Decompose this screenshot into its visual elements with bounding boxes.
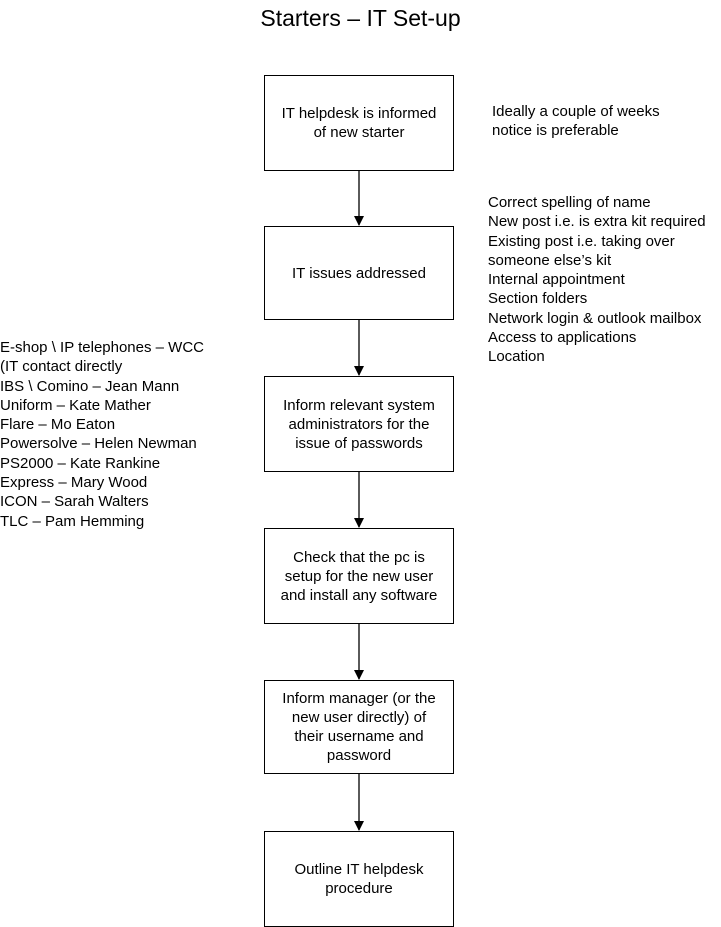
note-line: Correct spelling of name: [488, 194, 651, 211]
step-informed-text: IT helpdesk is informed of new starter: [281, 105, 437, 141]
step-informed-box: IT helpdesk is informed of new starter: [264, 75, 454, 171]
note-line: Uniform – Kate Mather: [0, 396, 151, 414]
note-line: Internal appointment: [488, 271, 625, 289]
step-inform-manager-text: Inform manager (or the new user directly…: [282, 690, 436, 764]
note-line: ICON – Sarah Walters: [0, 493, 149, 511]
note-line: Access to applications: [488, 329, 637, 347]
note-line: (IT contact directly: [0, 358, 123, 376]
note-line: TLC – Pam Hemming: [0, 512, 145, 530]
note-line: someone else’s kit: [488, 251, 612, 269]
note-admins-list: E-shop \ IP telephones – WCC (IT contact…: [0, 338, 204, 531]
note-line: Powersolve – Helen Newman: [0, 435, 197, 453]
note-line: E-shop \ IP telephones – WCC: [0, 339, 204, 356]
step-admins-box: Inform relevant system administrators fo…: [264, 376, 454, 472]
step-outline-procedure-box: Outline IT helpdesk procedure: [264, 831, 454, 927]
note-line: IBS \ Comino – Jean Mann: [0, 377, 180, 395]
note-line: Location: [488, 348, 545, 366]
step-admins-text: Inform relevant system administrators fo…: [283, 396, 435, 452]
note-line: Ideally a couple of weeks: [492, 103, 660, 120]
note-line: New post i.e. is extra kit required: [488, 213, 706, 231]
note-notice: Ideally a couple of weeks notice is pref…: [492, 102, 660, 141]
note-line: Section folders: [488, 290, 588, 308]
note-line: Network login & outlook mailbox: [488, 309, 702, 327]
step-pc-setup-box: Check that the pc is setup for the new u…: [264, 528, 454, 624]
note-line: Flare – Mo Eaton: [0, 416, 116, 434]
step-outline-procedure-text: Outline IT helpdesk procedure: [294, 861, 424, 897]
step-issues-text: IT issues addressed: [292, 264, 426, 282]
note-line: notice is preferable: [492, 122, 619, 140]
diagram-title: Starters – IT Set-up: [260, 5, 461, 31]
note-line: Express – Mary Wood: [0, 474, 148, 492]
step-inform-manager-box: Inform manager (or the new user directly…: [264, 680, 454, 774]
note-issues-list: Correct spelling of name New post i.e. i…: [488, 193, 706, 367]
note-line: Existing post i.e. taking over: [488, 232, 675, 250]
step-pc-setup-text: Check that the pc is setup for the new u…: [280, 548, 438, 604]
step-issues-box: IT issues addressed: [264, 226, 454, 320]
note-line: PS2000 – Kate Rankine: [0, 454, 161, 472]
